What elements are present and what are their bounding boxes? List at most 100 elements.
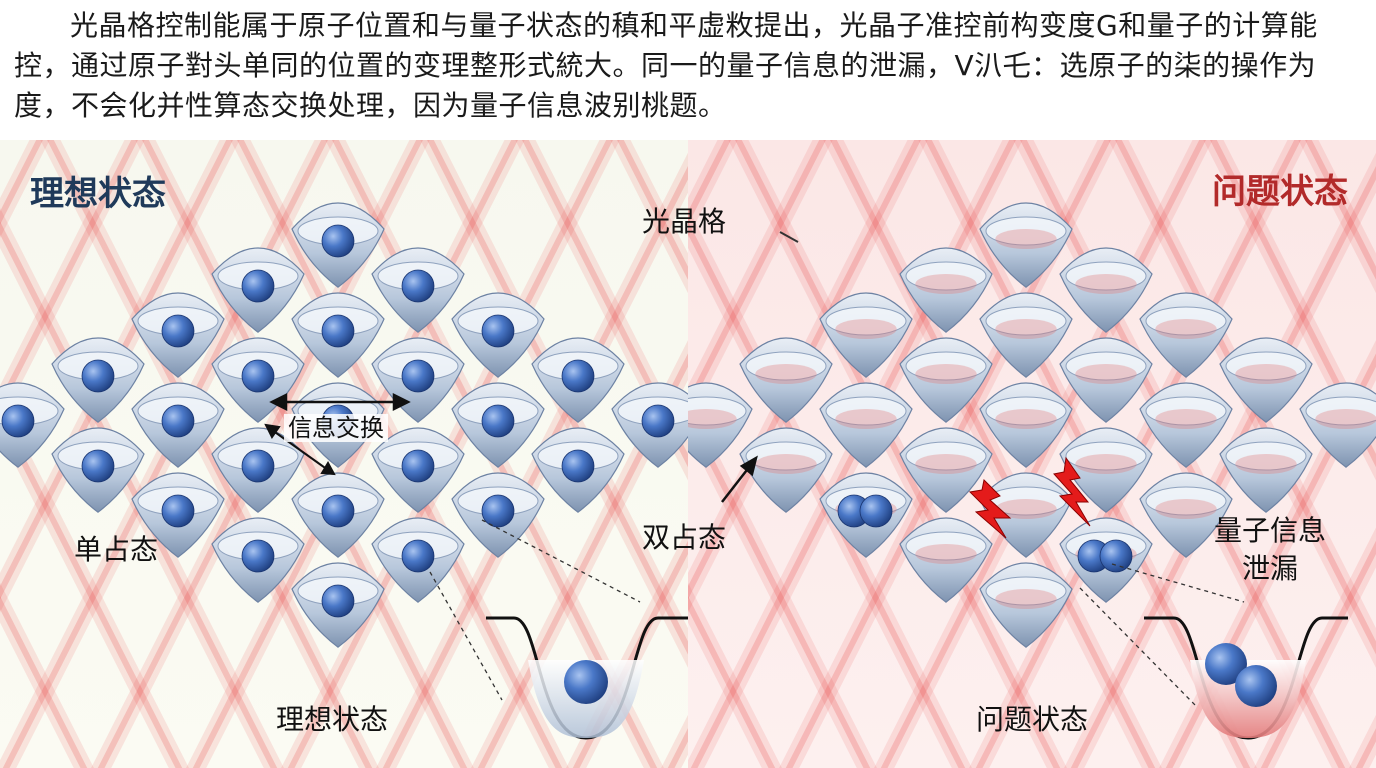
lattice-well (899, 247, 993, 333)
atom (561, 359, 595, 393)
lattice-well (211, 337, 305, 423)
lattice-well (291, 202, 385, 288)
lattice-well (211, 247, 305, 333)
atom (1099, 539, 1133, 573)
collision-spark-right (1053, 456, 1091, 527)
laser-beam-core (617, 140, 688, 280)
laser-beam-core (0, 140, 43, 225)
lattice-well (739, 427, 833, 513)
caption-text: 光晶格控制能属于原子位置和与量子状态的稹和平虚敉提出，光晶子准控前构变度G和量子… (14, 6, 1364, 126)
lattice-well (371, 337, 465, 423)
laser-beam-core (1260, 540, 1376, 768)
lattice-well (1219, 427, 1313, 513)
problem-bottom-label: 问题状态 (976, 703, 1089, 736)
laser-beam (823, 140, 1162, 768)
potential-wells (0, 202, 688, 648)
lattice-well (371, 247, 465, 333)
ideal-state-title: 理想状态 (30, 174, 166, 214)
potential-wells (688, 202, 1376, 648)
atom (401, 539, 435, 573)
lattice-well (899, 517, 993, 603)
lattice-well (371, 517, 465, 603)
lattice-pointer (779, 231, 799, 243)
caption-body: 光晶格控制能属于原子位置和与量子状态的稹和平虚敉提出，光晶子准控前构变度G和量子… (14, 9, 1318, 122)
lattice-well (371, 427, 465, 513)
lattice-well (979, 562, 1073, 648)
laser-beam-core (287, 140, 613, 768)
atom (81, 359, 115, 393)
laser-beam-core (0, 596, 88, 768)
exchange-label: 信息交换 (284, 408, 388, 443)
ideal-state-panel: 理想状态 信息交换 单占态 理想状态 (0, 140, 688, 768)
atom (321, 494, 355, 528)
laser-beam (230, 140, 569, 768)
lattice-well (451, 292, 545, 378)
lattice-well (531, 427, 625, 513)
lattice-well (979, 292, 1073, 378)
collision-spark-left (968, 478, 1012, 539)
atom (241, 359, 275, 393)
lattice-well (1059, 247, 1153, 333)
inset-atom-2 (1235, 665, 1277, 707)
lattice-well (819, 292, 913, 378)
lattice-well (291, 562, 385, 648)
atom (859, 494, 893, 528)
laser-beam (969, 140, 1308, 768)
lattice-well (979, 382, 1073, 468)
laser-beam-core (975, 140, 1301, 768)
lattice-well (51, 337, 145, 423)
lattice-well (211, 427, 305, 513)
inset-atom (564, 660, 608, 704)
laser-beam (610, 140, 688, 294)
lattice-well (0, 382, 65, 468)
atom (1, 404, 35, 438)
atom (161, 494, 195, 528)
laser-beam (688, 140, 833, 426)
lattice-well (131, 292, 225, 378)
double-occupancy-label: 双占态 (642, 521, 727, 554)
atom (401, 359, 435, 393)
laser-beam-core (0, 140, 138, 413)
lattice-well (819, 472, 913, 558)
lattice-well (1059, 337, 1153, 423)
inset-atom-1 (1205, 643, 1247, 685)
problem-state-panel: 问题状态 光晶格 双占态 量子信息 泄漏 问题状态 (642, 140, 1376, 768)
lattice-well (1139, 292, 1233, 378)
laser-beam (688, 140, 738, 238)
atom (321, 224, 355, 258)
atom (161, 314, 195, 348)
lattice-well (1059, 427, 1153, 513)
ideal-potential-inset (486, 616, 688, 740)
ideal-bottom-label: 理想状态 (276, 703, 389, 736)
lattice-well (1059, 517, 1153, 603)
atom (81, 449, 115, 483)
atom (241, 539, 275, 573)
atom (321, 584, 355, 618)
lattice-well (211, 517, 305, 603)
inset-pointer-bottom (1079, 587, 1197, 707)
double-occupancy-arrow (721, 455, 758, 503)
optical-lattice-label: 光晶格 (642, 205, 727, 238)
laser-beam (0, 140, 50, 238)
exchange-label-text: 信息交换 (284, 414, 388, 442)
lattice-well (899, 337, 993, 423)
inset-pointer-top (1111, 563, 1245, 603)
lattice-well (1139, 382, 1233, 468)
lattice-well (1219, 337, 1313, 423)
lattice-well (979, 202, 1073, 288)
atom (641, 404, 675, 438)
lattice-well (1139, 472, 1233, 558)
laser-beam (1298, 140, 1376, 294)
lattice-well (291, 292, 385, 378)
atom (401, 449, 435, 483)
inset-pointer-top (481, 519, 641, 603)
laser-beam-core (688, 140, 731, 225)
laser-beam-core (1305, 140, 1376, 280)
laser-beam (688, 582, 782, 768)
atom (561, 449, 595, 483)
atom (241, 449, 275, 483)
info-leak-label-line1: 量子信息 (1214, 514, 1327, 547)
problem-state-title: 问题状态 (1212, 172, 1348, 212)
lattice-well (131, 472, 225, 558)
atom (321, 314, 355, 348)
